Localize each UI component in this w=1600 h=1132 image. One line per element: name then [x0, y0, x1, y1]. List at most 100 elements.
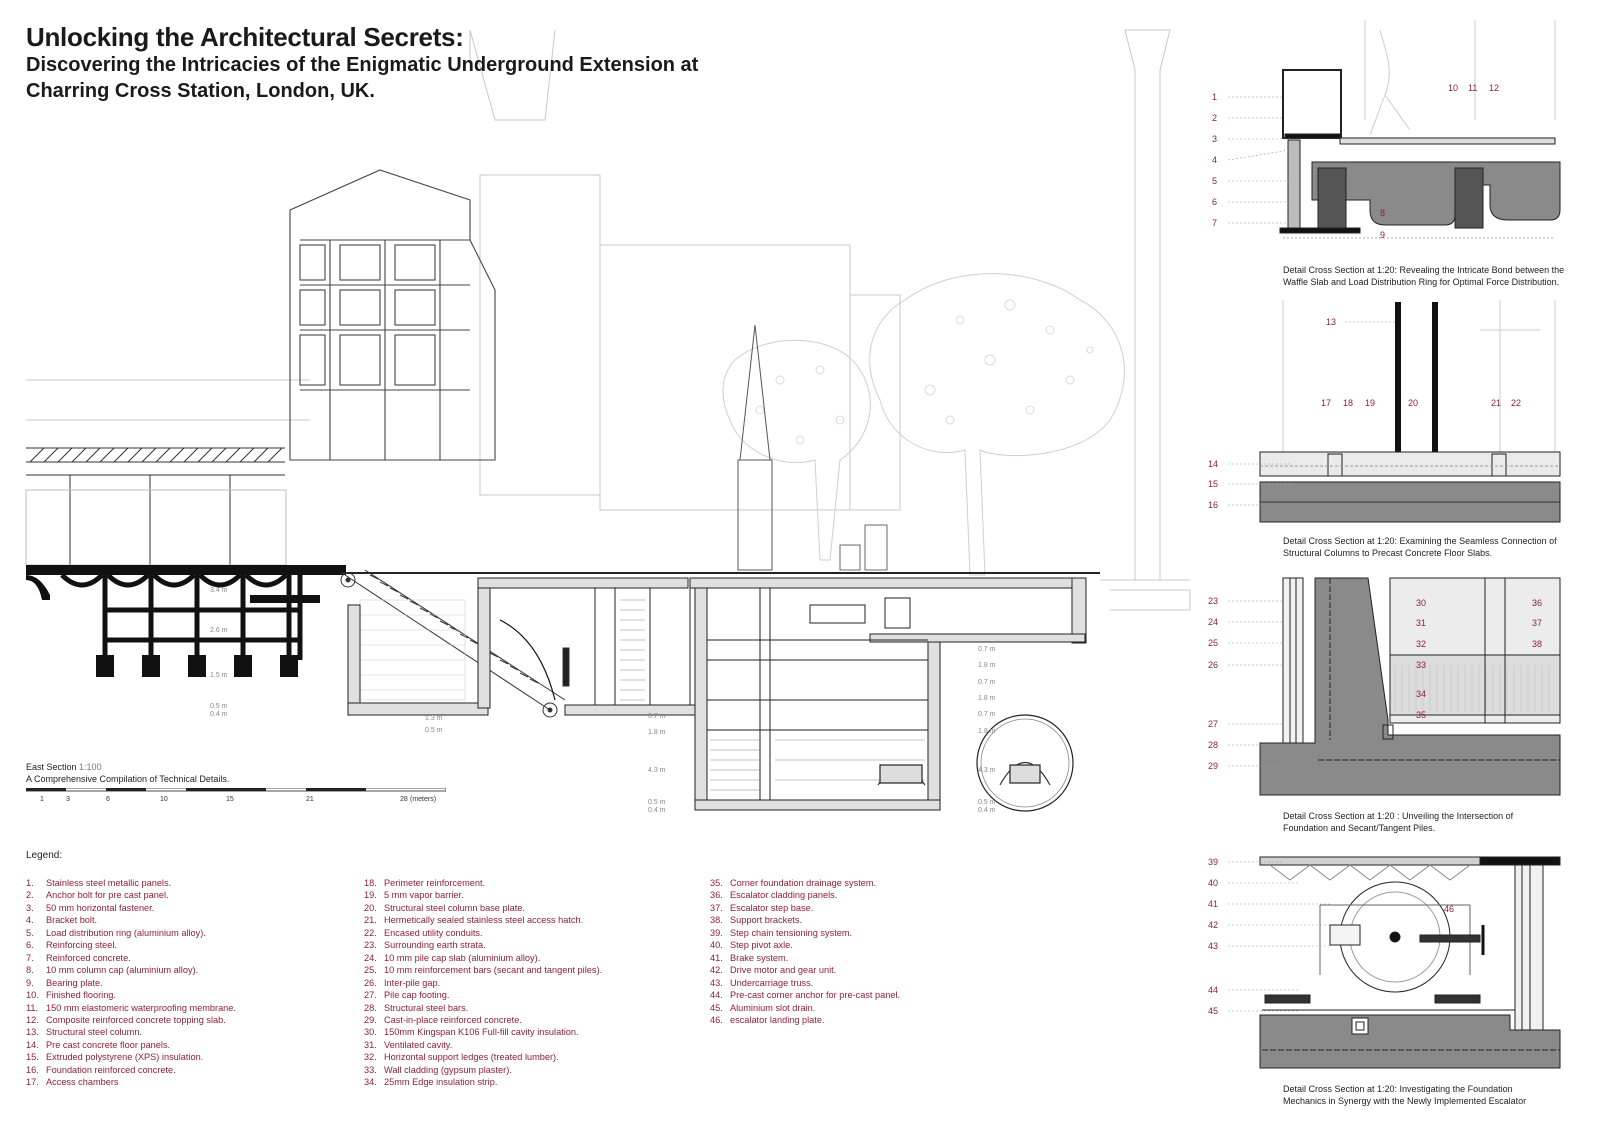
- legend-item-number: 6.: [26, 940, 34, 951]
- caption-line: Detail Cross Section at 1:20 : Unveiling…: [1283, 811, 1514, 821]
- legend-item-number: 46.: [710, 1014, 723, 1025]
- legend-item-text: Pre cast concrete floor panels.: [46, 1039, 171, 1050]
- legend-item: 10.Finished flooring.: [26, 989, 236, 1001]
- underground-structure: [347, 577, 1087, 811]
- dim-left: 1.3 m: [425, 715, 443, 722]
- callout-number: 40: [1208, 878, 1218, 888]
- callout-number: 28: [1208, 740, 1218, 750]
- legend-item-text: Extruded polystyrene (XPS) insulation.: [46, 1052, 204, 1063]
- legend-item: 34.25mm Edge insulation strip.: [364, 1076, 602, 1088]
- callout-number: 42: [1208, 920, 1218, 930]
- legend-item-text: Stainless steel metallic panels.: [46, 878, 172, 888]
- legend-item-number: 24.: [364, 952, 377, 963]
- dim-left: 0.4 m: [210, 711, 228, 718]
- legend-item: 17.Access chambers: [26, 1076, 236, 1088]
- legend-item: 29.Cast-in-place reinforced concrete.: [364, 1014, 602, 1026]
- legend-item-number: 39.: [710, 927, 723, 938]
- legend-item: 11.150 mm elastomeric waterproofing memb…: [26, 1002, 236, 1014]
- inner-stair: [620, 599, 925, 791]
- legend-item: 25.10 mm reinforcement bars (secant and …: [364, 964, 602, 976]
- caption-line: Foundation and Secant/Tangent Piles.: [1283, 823, 1436, 833]
- legend-item-text: Horizontal support ledges (treated lumbe…: [384, 1052, 559, 1063]
- callout-number: 22: [1511, 398, 1521, 408]
- scale-tick: 28: [400, 796, 408, 803]
- legend-item-number: 26.: [364, 977, 377, 988]
- legend-item-number: 42.: [710, 965, 723, 976]
- legend-item-text: Undercarriage truss.: [730, 977, 814, 988]
- legend-item: 4.Bracket bolt.: [26, 914, 236, 926]
- callout-number: 8: [1380, 208, 1385, 218]
- legend-item-number: 9.: [26, 977, 34, 988]
- callout-number: 2: [1212, 113, 1217, 123]
- legend-item: 15. Extruded polystyrene (XPS) insulation…: [26, 1051, 236, 1063]
- legend-item-text: 25mm Edge insulation strip.: [384, 1077, 498, 1088]
- legend-item-text: Drive motor and gear unit.: [730, 965, 837, 976]
- legend-column-2: 18.Perimeter reinforcement.19.5 mm vapor…: [364, 877, 602, 1089]
- legend-item-text: escalator landing plate.: [730, 1014, 825, 1025]
- legend-item: 42. Drive motor and gear unit.: [710, 964, 900, 976]
- legend-item: 44.Pre-cast corner anchor for pre-cast p…: [710, 989, 900, 1001]
- callout-number: 4: [1212, 155, 1217, 165]
- callout-number: 1: [1212, 92, 1217, 102]
- legend-item: 5.Load distribution ring (aluminium allo…: [26, 927, 236, 939]
- legend-item-number: 15.: [26, 1052, 39, 1063]
- viaduct-arches: [26, 565, 346, 600]
- dim-center: 4.3 m: [648, 767, 666, 774]
- legend-item-text: Access chambers: [46, 1077, 119, 1088]
- detail-3-callouts: 23 24 25 26 27 28 29 30 31 32 33 34 35 3…: [1208, 596, 1542, 771]
- legend-item: 3.50 mm horizontal fastener.: [26, 902, 236, 914]
- callout-number: 16: [1208, 500, 1218, 510]
- east-section-subtitle: A Comprehensive Compilation of Technical…: [26, 774, 230, 784]
- callout-number: 41: [1208, 899, 1218, 909]
- legend-item-number: 33.: [364, 1064, 377, 1075]
- dim-right: 0.5 m: [978, 799, 996, 806]
- legend-item-text: Load distribution ring (aluminium alloy)…: [46, 927, 206, 938]
- scale-tick: 15: [226, 796, 234, 803]
- dim-left: 2.6 m: [210, 627, 228, 634]
- callout-number: 10: [1448, 83, 1458, 93]
- scale-tick: 1: [40, 796, 44, 803]
- caption-line: Structural Columns to Precast Concrete F…: [1283, 548, 1493, 558]
- caption-line: Waffle Slab and Load Distribution Ring f…: [1283, 277, 1560, 287]
- east-section-title: East Section: [26, 762, 77, 772]
- legend-item-text: Brake system.: [730, 952, 789, 963]
- legend-item-number: 4.: [26, 915, 34, 926]
- legend-item-number: 36.: [710, 890, 723, 901]
- legend-item-number: 7.: [26, 952, 34, 963]
- dim-left: 3.4 m: [210, 587, 228, 594]
- legend-item-text: Step pivot axle.: [730, 940, 793, 951]
- dim-left: 0.5 m: [210, 703, 228, 710]
- dim-center: 0.4 m: [648, 807, 666, 814]
- dim-right: 1.8 m: [978, 728, 996, 735]
- legend-item: 7.Reinforced concrete.: [26, 952, 236, 964]
- scale-tick: 6: [106, 796, 110, 803]
- legend-item-number: 25.: [364, 965, 377, 976]
- callout-number: 43: [1208, 941, 1218, 951]
- legend-column-3: 35.Corner foundation drainage system.36.…: [710, 877, 900, 1026]
- legend-item: 45.Aluminium slot drain.: [710, 1002, 900, 1014]
- title-block: Unlocking the Architectural Secrets: Dis…: [26, 22, 698, 104]
- callout-number: 29: [1208, 761, 1218, 771]
- legend-item-text: 10 mm column cap (aluminium alloy).: [46, 965, 199, 976]
- scale-unit: (meters): [410, 796, 436, 803]
- legend-item: 43.Undercarriage truss.: [710, 977, 900, 989]
- legend-item-text: Anchor bolt for pre cast panel.: [46, 890, 169, 901]
- legend-item-text: Pre-cast corner anchor for pre-cast pane…: [730, 990, 901, 1001]
- legend-item-number: 16.: [26, 1064, 39, 1075]
- legend-item-number: 29.: [364, 1014, 377, 1025]
- callout-number: 18: [1343, 398, 1353, 408]
- legend-item-text: Structural steel column base plate.: [384, 902, 525, 913]
- callout-number: 6: [1212, 197, 1217, 207]
- legend-item-number: 27.: [364, 990, 377, 1001]
- legend-item: 30.150mm Kingspan K106 Full-fill cavity …: [364, 1026, 602, 1038]
- legend-item: 37.Escalator step base.: [710, 902, 900, 914]
- callout-number: 21: [1491, 398, 1501, 408]
- legend-item: 19.5 mm vapor barrier.: [364, 889, 602, 901]
- callout-number: 23: [1208, 596, 1218, 606]
- station-canopy: [25, 447, 287, 566]
- legend-item: 31.Ventilated cavity.: [364, 1039, 602, 1051]
- legend-item: 27.Pile cap footing.: [364, 989, 602, 1001]
- page-subtitle-line-2: Charring Cross Station, London, UK.: [26, 80, 375, 102]
- legend-item-number: 37.: [710, 902, 723, 913]
- callout-number: 36: [1532, 598, 1542, 608]
